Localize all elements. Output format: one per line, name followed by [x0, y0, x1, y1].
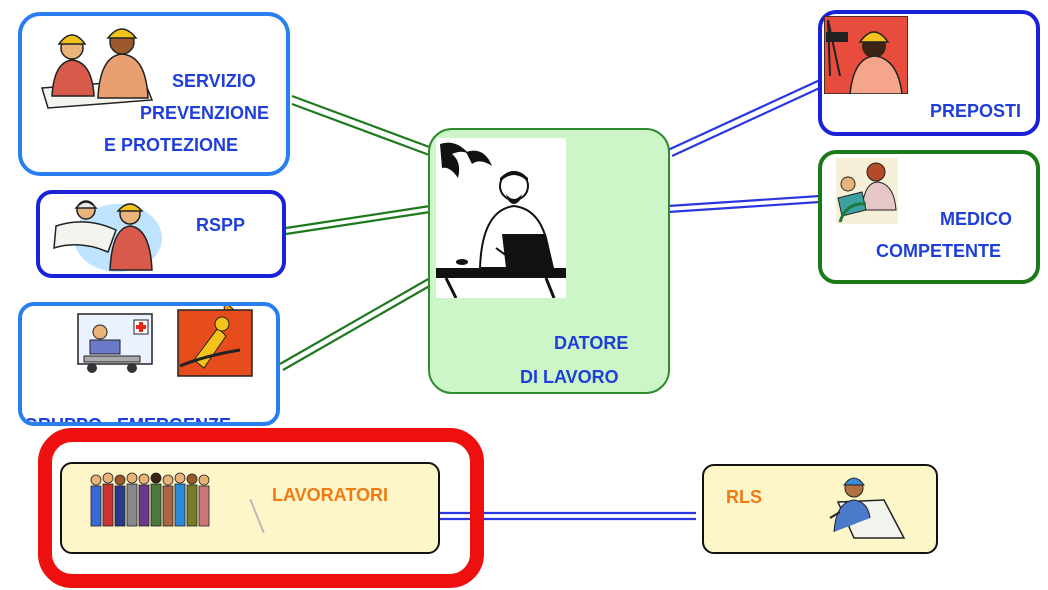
- node-servizio-prevenzione: SERVIZIO PREVENZIONE E PROTEZIONE: [18, 12, 290, 176]
- node-preposti: PREPOSTI: [818, 10, 1040, 136]
- inspectors-clipart-icon: [46, 196, 164, 279]
- gruppo-emergenze-label: GRUPPO EMERGENZE: [24, 415, 232, 426]
- preposti-label: PREPOSTI: [930, 101, 1022, 121]
- ambulance-clipart-icon: [76, 310, 156, 381]
- datore-label-1: DATORE: [554, 333, 629, 353]
- firefighter-clipart-icon: [174, 306, 256, 385]
- node-lavoratori: LAVORATORI: [60, 462, 440, 554]
- doctor-clipart-icon: [836, 158, 898, 229]
- rspp-label: RSPP: [196, 215, 246, 235]
- rls-label: RLS: [726, 487, 762, 507]
- workers-clipart-icon: [34, 18, 169, 115]
- node-rspp: RSPP: [36, 190, 286, 278]
- medico-label-1: MEDICO: [940, 209, 1012, 229]
- node-gruppo-emergenze: GRUPPO EMERGENZE: [18, 302, 280, 426]
- employer-at-desk-clipart-icon: [436, 138, 566, 303]
- node-datore-di-lavoro: DATORE DI LAVORO: [428, 128, 670, 394]
- worker-with-plan-clipart-icon: [824, 472, 906, 547]
- surveyor-clipart-icon: [823, 15, 909, 99]
- node-medico-competente: MEDICO COMPETENTE: [818, 150, 1040, 284]
- medico-label-2: COMPETENTE: [876, 241, 1002, 261]
- spp-label-1: SERVIZIO: [172, 71, 256, 91]
- datore-label-2: DI LAVORO: [520, 367, 619, 387]
- spp-label-3: E PROTEZIONE: [104, 135, 239, 155]
- lavoratori-highlight-frame: [38, 428, 484, 588]
- workers-group-clipart-icon: [88, 470, 214, 535]
- lavoratori-label: LAVORATORI: [272, 485, 388, 505]
- node-rls: RLS: [702, 464, 938, 554]
- spp-label-2: PREVENZIONE: [140, 103, 270, 123]
- divider-mark: [249, 498, 265, 534]
